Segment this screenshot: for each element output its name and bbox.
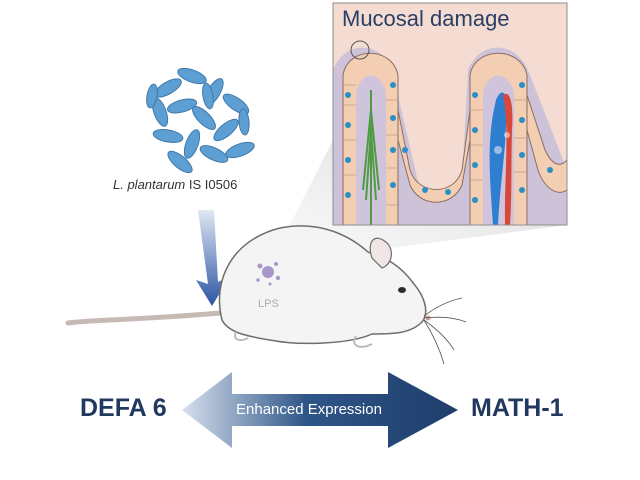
bacteria-species: L. plantarum (113, 177, 186, 192)
lps-splat (256, 262, 281, 286)
damage-marker (350, 40, 370, 60)
bacteria-label: L. plantarum IS I0506 (113, 177, 237, 192)
lps-label: LPS (258, 298, 279, 310)
expression-arrow (182, 372, 458, 448)
arrow-label: Enhanced Expression (236, 401, 382, 418)
zoom-beam (270, 140, 567, 264)
bacteria-cluster (146, 67, 255, 174)
bacteria-strain: IS I0506 (188, 177, 238, 192)
gene-left-label: DEFA 6 (80, 394, 167, 422)
gene-right-label: MATH-1 (471, 394, 564, 422)
inset-title: Mucosal damage (342, 6, 510, 31)
mucosa-inset (333, 3, 567, 225)
mouse-illustration (65, 225, 467, 365)
